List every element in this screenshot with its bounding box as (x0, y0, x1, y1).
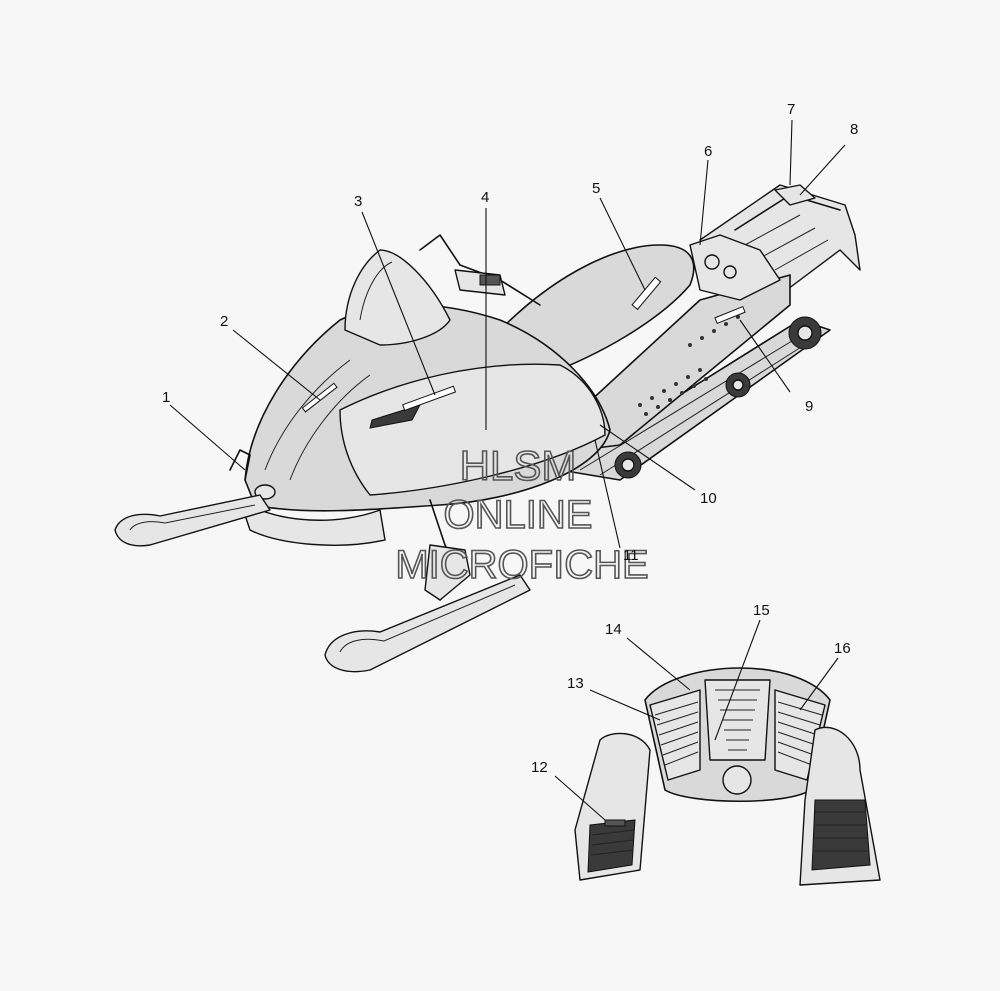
hood (239, 304, 611, 546)
callout-13: 13 (567, 675, 584, 692)
leader-lines (169, 119, 846, 821)
callout-9: 9 (805, 398, 813, 415)
windshield (344, 249, 451, 346)
callout-5: 5 (592, 180, 600, 197)
watermark-line-3: MICROFICHE (395, 543, 648, 587)
watermark-line-2: ONLINE (444, 493, 593, 537)
callout-12: 12 (531, 759, 548, 776)
callout-15: 15 (753, 602, 770, 619)
callout-labels: 1 2 3 4 5 6 7 8 9 10 11 12 13 14 15 16 (162, 101, 858, 776)
track-assembly (559, 316, 831, 481)
callout-10: 10 (700, 490, 717, 507)
snowmobile-illustration (114, 184, 861, 673)
callout-3: 3 (354, 193, 362, 210)
callout-16: 16 (834, 640, 851, 657)
left-ski (114, 494, 271, 547)
callout-2: 2 (220, 313, 228, 330)
watermark-line-1: HLSM (460, 442, 577, 489)
handlebars (419, 234, 541, 306)
front-suspension (229, 449, 471, 601)
callout-4: 4 (481, 189, 489, 206)
callout-7: 7 (787, 101, 795, 118)
front-view-illustration (574, 667, 881, 886)
right-ski (324, 574, 531, 673)
callout-11: 11 (623, 547, 639, 564)
callout-14: 14 (605, 621, 622, 638)
callout-1: 1 (162, 389, 170, 406)
callout-8: 8 (850, 121, 858, 138)
callout-6: 6 (704, 143, 712, 160)
seat (499, 234, 781, 376)
watermark: HLSM ONLINE MICROFICHE (395, 441, 650, 588)
